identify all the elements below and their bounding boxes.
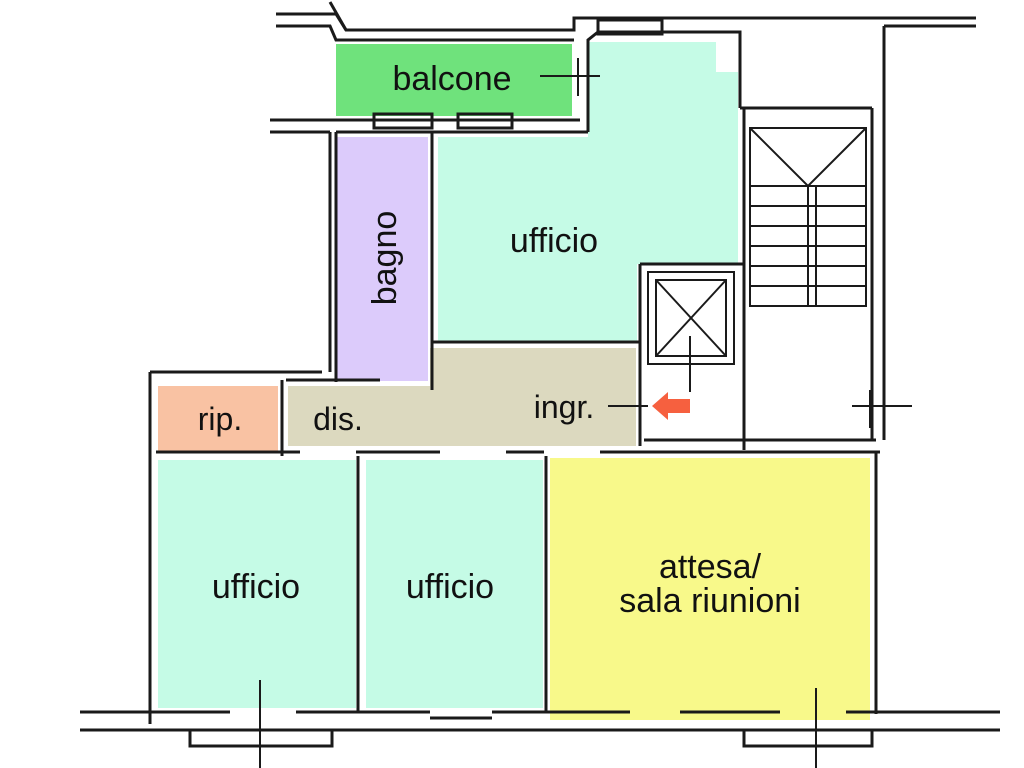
label-ufficio-top: ufficio xyxy=(510,222,598,260)
label-ufficio-mid: ufficio xyxy=(406,568,494,606)
label-rip: rip. xyxy=(198,401,242,437)
label-ingr: ingr. xyxy=(534,389,594,425)
walls xyxy=(80,1,1000,748)
room-rip xyxy=(158,386,278,451)
label-balcone: balcone xyxy=(392,60,511,98)
label-attesa-line1: attesa/ xyxy=(659,548,762,586)
room-ufficio-left xyxy=(158,460,356,708)
label-bagno: bagno xyxy=(366,211,404,306)
room-ufficio-top xyxy=(438,42,738,342)
label-ufficio-left: ufficio xyxy=(212,568,300,606)
room-ufficio-mid xyxy=(366,460,543,708)
room-balcone xyxy=(336,44,572,116)
label-dis: dis. xyxy=(313,401,363,437)
room-disimpegno xyxy=(288,348,636,446)
room-bagno xyxy=(336,137,428,381)
stairs-icon xyxy=(749,127,867,307)
label-attesa-line2: sala riunioni xyxy=(619,582,800,620)
elevator-icon xyxy=(647,271,735,365)
entrance-arrow-icon xyxy=(652,392,690,420)
room-attesa xyxy=(550,458,870,720)
